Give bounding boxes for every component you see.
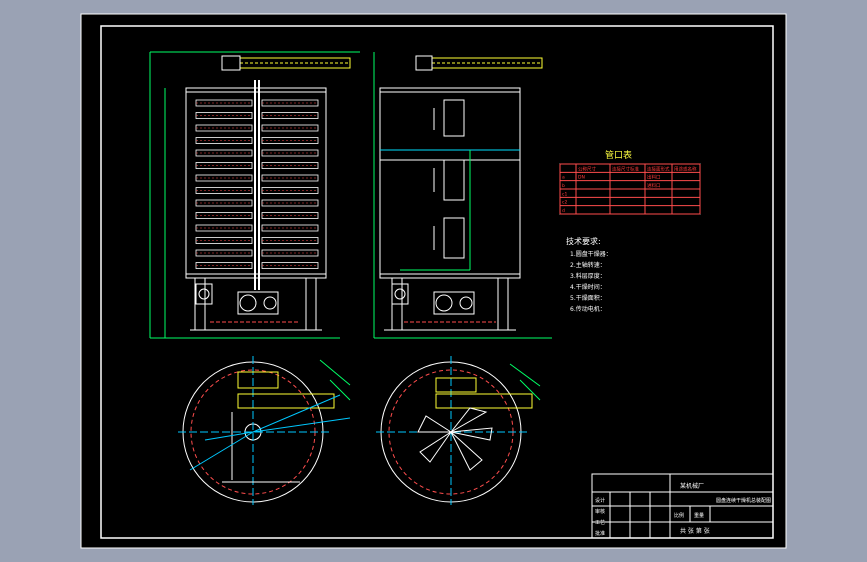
title-block-scale: 比例: [674, 512, 684, 519]
front-elevation-view: [149, 51, 360, 339]
tech-req-item: 4.干燥时间：: [570, 283, 606, 291]
sheet-background: [81, 14, 786, 548]
title-block-company: 某机械厂: [680, 482, 704, 490]
nozzle-cell: 进料口: [647, 182, 661, 189]
tech-req-item: 2.主轴转速：: [570, 261, 606, 269]
side-elevation-view: [373, 52, 552, 339]
nozzle-cell: DN: [578, 175, 585, 181]
drawing-frame: [100, 25, 774, 539]
title-block-label: 设计: [595, 497, 605, 504]
title-block-label: 工艺: [595, 520, 605, 526]
nozzle-header: 连接尺寸标准: [612, 165, 639, 172]
drive-unit-side: [391, 283, 496, 323]
nozzle-cell: c1: [562, 191, 567, 197]
nozzle-cell: b: [562, 183, 565, 189]
nozzle-cell: c2: [562, 200, 567, 206]
technical-requirements: 技术要求: 1.圆盘干燥器： 2.主轴转速： 3.料层厚度： 4.干燥时间： 5.干燥面…: [566, 236, 612, 313]
title-block: [591, 473, 774, 539]
tech-req-item: 6.传动电机：: [570, 305, 606, 313]
outer-border: [80, 13, 787, 549]
title-block-drawing-name: 圆盘连续干燥机总装配图: [716, 497, 771, 504]
nozzle-header: 公称尺寸: [578, 165, 596, 172]
tray-stack-front: [195, 99, 319, 269]
title-block-label: 批准: [595, 530, 605, 537]
title-block-sheet: 共 张 第 张: [680, 527, 710, 535]
tech-req-item: 5.干燥面积：: [570, 294, 606, 302]
plan-view-right: [376, 356, 541, 505]
nozzle-table: 管口表 公称尺寸 连接尺寸标准 连接面形式用途或名称 a DN 出料口 b 进料口 c1 c2 d: [559, 149, 701, 215]
drive-unit-front: [195, 283, 300, 323]
tech-req-item: 3.料层厚度：: [570, 272, 606, 280]
title-block-weight: 重量: [694, 512, 704, 519]
plan-view-left: [178, 356, 351, 505]
nozzle-table-title: 管口表: [605, 149, 632, 161]
nozzle-cell: d: [562, 208, 565, 214]
nozzle-cell: 出料口: [647, 174, 661, 181]
nozzle-header: 用途或名称: [674, 165, 697, 172]
tech-req-title: 技术要求:: [566, 236, 601, 246]
nozzle-cell: a: [562, 176, 565, 181]
title-block-label: 审核: [595, 508, 605, 515]
tech-req-item: 1.圆盘干燥器：: [570, 250, 612, 258]
nozzle-header: 连接面形式: [647, 165, 670, 172]
